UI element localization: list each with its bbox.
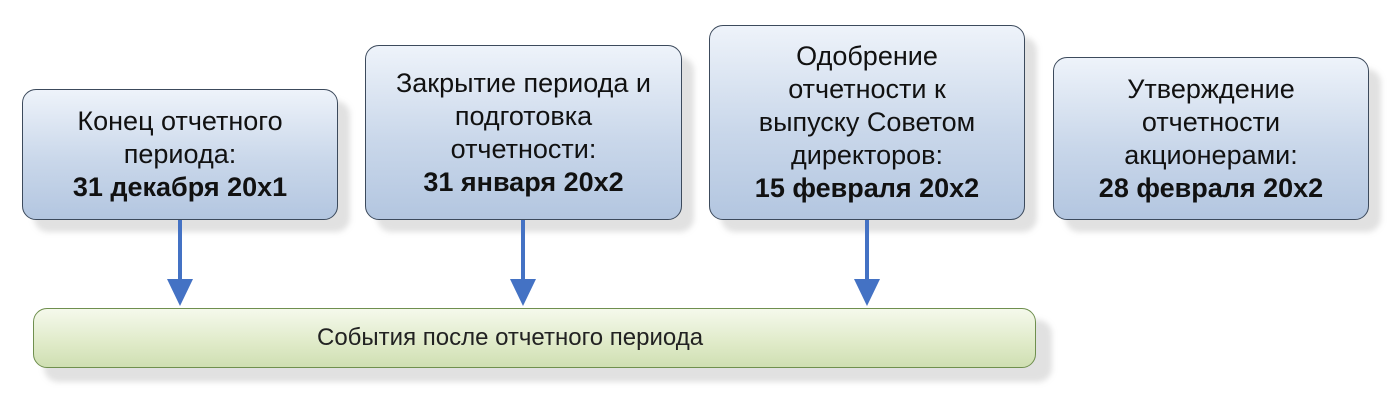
down-arrow-2 (510, 220, 536, 306)
events-after-period-bar: События после отчетного периода (33, 308, 1036, 368)
box-text-line: отчетности: (450, 133, 597, 164)
box-text-line: директоров: (791, 140, 943, 170)
box-text-line: Закрытие периода и (395, 67, 652, 98)
box-date: 15 февраля 20х2 (754, 173, 980, 203)
box-text-line: Утверждение (1127, 73, 1295, 104)
box-text-line: отчетности к (788, 74, 946, 104)
box-text-line: подготовка (454, 100, 593, 131)
down-arrow-1 (167, 220, 193, 306)
box-text-line: отчетности (1141, 106, 1281, 137)
milestone-box-shareholder-approval: Утверждение отчетности акционерами: 28 ф… (1053, 57, 1369, 220)
box-text-line: периода: (123, 139, 237, 169)
box-text-line: выпуску Советом (758, 107, 976, 137)
milestone-box-period-closing: Закрытие периода и подготовка отчетности… (365, 45, 682, 220)
box-date: 31 декабря 20х1 (72, 172, 288, 202)
down-arrow-3 (854, 220, 880, 306)
box-text-line: Конец отчетного (77, 106, 283, 136)
box-text-line: акционерами: (1124, 139, 1298, 170)
milestone-box-board-approval: Одобрение отчетности к выпуску Советом д… (709, 25, 1025, 220)
box-text-line: Одобрение (796, 41, 938, 71)
bar-label: События после отчетного периода (317, 324, 704, 351)
box-date: 28 февраля 20х2 (1098, 172, 1324, 203)
milestone-box-period-end: Конец отчетного периода: 31 декабря 20х1 (22, 89, 338, 220)
box-date: 31 января 20х2 (423, 166, 624, 197)
